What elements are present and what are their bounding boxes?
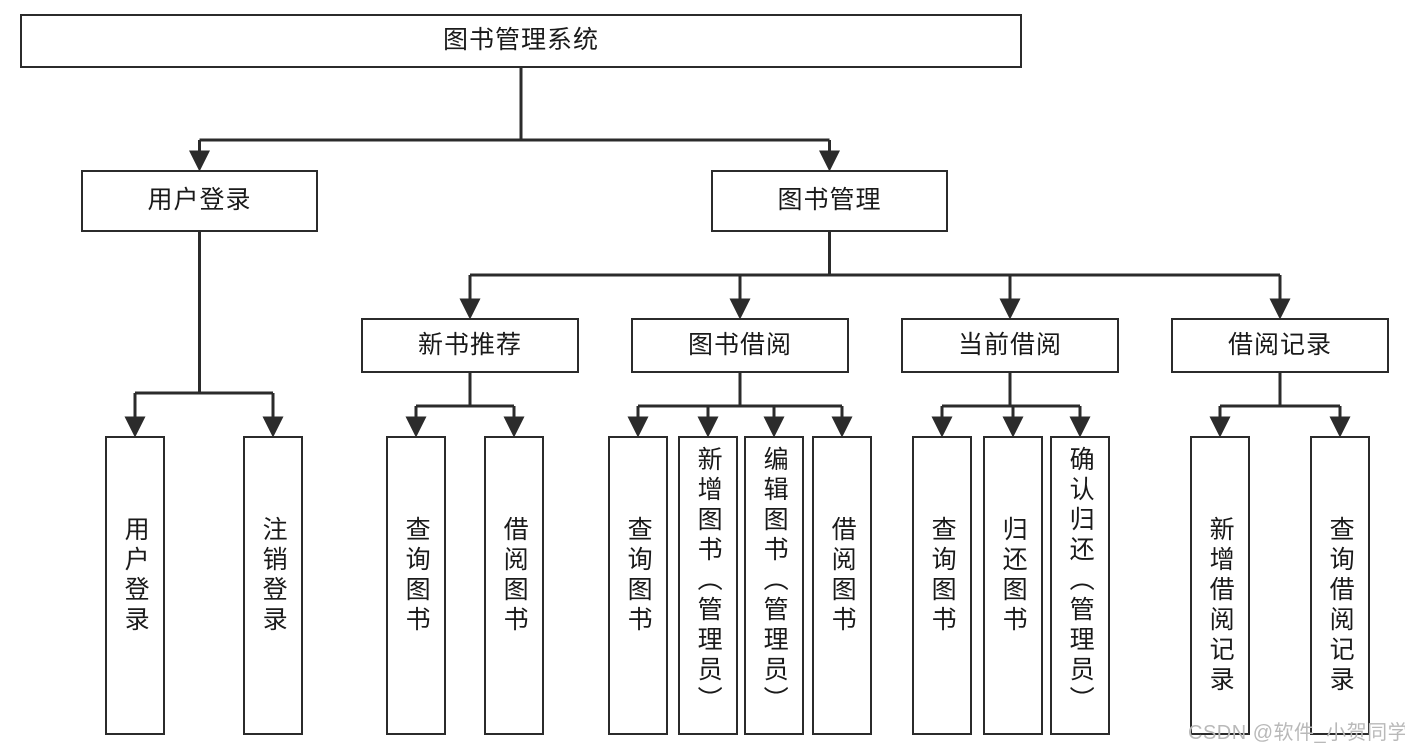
node-leaf-logout[interactable]: 注销登录 (243, 436, 303, 735)
node-borrow-record[interactable]: 借阅记录 (1171, 318, 1389, 373)
node-leaf-add-book[interactable]: 新增图书（管理员） (678, 436, 738, 735)
node-leaf-borrow-book-1-label: 借阅图书 (500, 516, 529, 636)
node-leaf-return-book-label: 归还图书 (999, 516, 1028, 636)
node-leaf-query-book-3[interactable]: 查询图书 (912, 436, 972, 735)
node-leaf-add-record[interactable]: 新增借阅记录 (1190, 436, 1250, 735)
node-leaf-query-book-3-label: 查询图书 (928, 516, 957, 636)
node-user-login-label: 用户登录 (147, 186, 252, 215)
node-current-borrow[interactable]: 当前借阅 (901, 318, 1119, 373)
node-leaf-borrow-book-2[interactable]: 借阅图书 (812, 436, 872, 735)
node-leaf-logout-label: 注销登录 (259, 516, 288, 636)
node-book-borrow-label: 图书借阅 (687, 330, 792, 359)
node-book-borrow[interactable]: 图书借阅 (631, 318, 849, 373)
node-leaf-return-book[interactable]: 归还图书 (983, 436, 1043, 735)
node-leaf-user-login[interactable]: 用户登录 (105, 436, 165, 735)
csdn-watermark: CSDN @软件_小贺同学 (1188, 722, 1405, 744)
node-root[interactable]: 图书管理系统 (20, 14, 1022, 68)
node-leaf-add-book-label: 新增图书（管理员） (694, 446, 723, 716)
node-new-book-rec-label: 新书推荐 (417, 330, 522, 359)
node-leaf-query-book-2[interactable]: 查询图书 (608, 436, 668, 735)
node-leaf-add-record-label: 新增借阅记录 (1206, 516, 1235, 696)
node-leaf-user-login-label: 用户登录 (121, 516, 150, 636)
node-leaf-borrow-book-2-label: 借阅图书 (828, 516, 857, 636)
node-leaf-edit-book[interactable]: 编辑图书（管理员） (744, 436, 804, 735)
node-leaf-query-record[interactable]: 查询借阅记录 (1310, 436, 1370, 735)
node-leaf-confirm-return[interactable]: 确认归还（管理员） (1050, 436, 1110, 735)
node-borrow-record-label: 借阅记录 (1227, 330, 1332, 359)
node-leaf-edit-book-label: 编辑图书（管理员） (760, 446, 789, 716)
node-user-login[interactable]: 用户登录 (81, 170, 318, 232)
node-root-label: 图书管理系统 (442, 26, 599, 55)
node-book-manage-label: 图书管理 (777, 186, 882, 215)
node-current-borrow-label: 当前借阅 (957, 330, 1062, 359)
node-leaf-confirm-return-label: 确认归还（管理员） (1066, 446, 1095, 716)
node-leaf-query-record-label: 查询借阅记录 (1326, 516, 1355, 696)
node-leaf-query-book-2-label: 查询图书 (624, 516, 653, 636)
node-leaf-query-book-1-label: 查询图书 (402, 516, 431, 636)
node-book-manage[interactable]: 图书管理 (711, 170, 948, 232)
node-leaf-borrow-book-1[interactable]: 借阅图书 (484, 436, 544, 735)
node-leaf-query-book-1[interactable]: 查询图书 (386, 436, 446, 735)
node-new-book-rec[interactable]: 新书推荐 (361, 318, 579, 373)
